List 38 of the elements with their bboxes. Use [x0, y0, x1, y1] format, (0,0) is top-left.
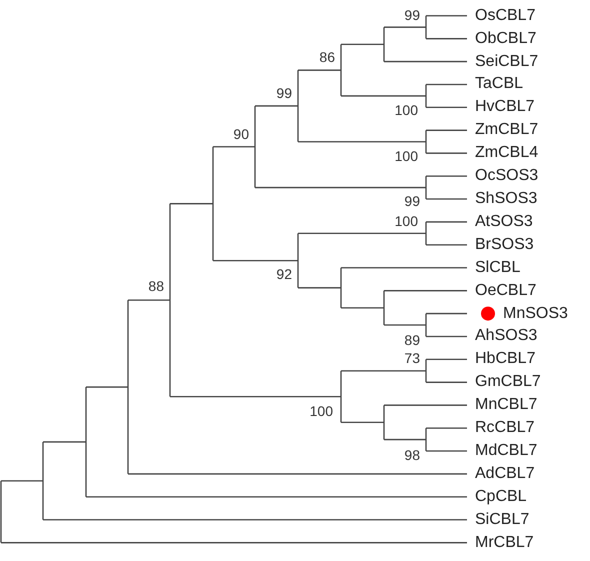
- bootstrap-value: 99: [404, 6, 420, 23]
- bootstrap-value: 98: [404, 446, 420, 463]
- bootstrap-value: 99: [404, 193, 420, 210]
- bootstrap-value: 89: [404, 332, 420, 348]
- taxon-label: RcCBL7: [475, 419, 535, 438]
- bootstrap-value: 99: [276, 84, 292, 101]
- bootstrap-value: 88: [148, 278, 164, 294]
- taxon-label: SlCBL: [475, 258, 520, 277]
- taxon-label: TaCBL: [475, 75, 524, 94]
- bootstrap-value: 100: [394, 102, 418, 118]
- taxon-label: AhSOS3: [475, 327, 538, 346]
- taxon-label: CpCBL: [475, 488, 527, 506]
- bootstrap-value: 86: [319, 49, 335, 66]
- taxon-label: ShSOS3: [475, 190, 538, 208]
- taxon-label: SiCBL7: [475, 510, 530, 529]
- taxon-label: HvCBL7: [475, 98, 535, 116]
- taxon-label: HbCBL7: [475, 350, 536, 368]
- bootstrap-value: 100: [394, 148, 418, 164]
- bootstrap-value: 73: [404, 350, 420, 366]
- taxon-label: GmCBL7: [475, 373, 541, 392]
- taxon-label: MnCBL7: [475, 396, 538, 414]
- taxon-label: ZmCBL7: [475, 121, 538, 140]
- taxon-label: MrCBL7: [475, 534, 534, 552]
- taxon-label: OeCBL7: [475, 282, 536, 300]
- taxon-label: ZmCBL4: [475, 144, 538, 162]
- taxon-label: MnSOS3: [503, 304, 568, 323]
- taxon-label: BrSOS3: [475, 236, 534, 254]
- taxon-label: OsCBL7: [475, 6, 536, 25]
- taxon-label: MdCBL7: [475, 442, 538, 460]
- taxon-label: AtSOS3: [475, 212, 533, 231]
- bootstrap-value: 100: [310, 403, 333, 420]
- bootstrap-value: 92: [276, 266, 292, 282]
- bootstrap-value: 90: [233, 126, 249, 142]
- taxon-label: OcSOS3: [475, 167, 538, 186]
- taxon-label: SeiCBL7: [475, 52, 538, 71]
- taxon-label: AdCBL7: [475, 464, 535, 483]
- taxon-label: ObCBL7: [475, 30, 536, 48]
- bootstrap-value: 100: [394, 213, 418, 230]
